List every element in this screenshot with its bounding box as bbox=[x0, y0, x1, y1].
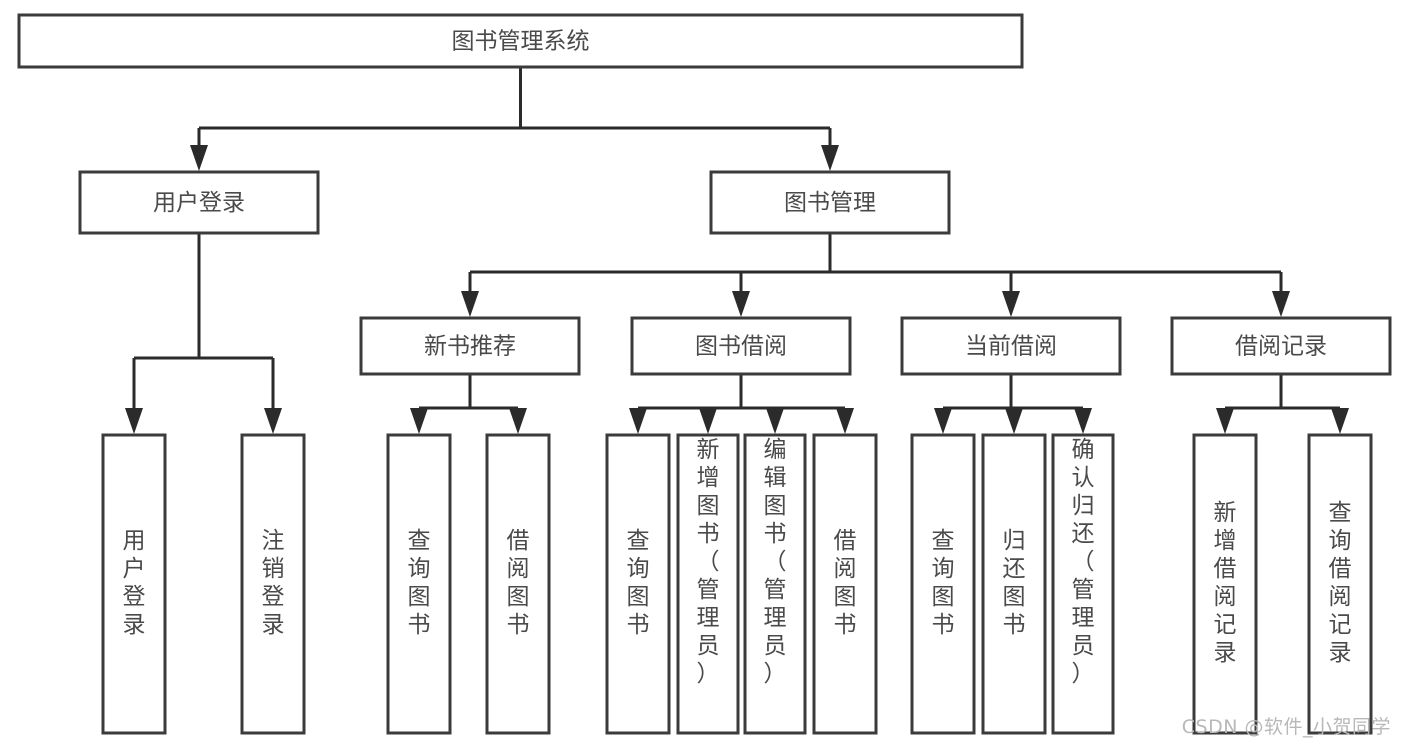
node-leaf-query-book-borrow[interactable]: 查询图书 bbox=[605, 433, 671, 735]
arrow-head-icon bbox=[629, 408, 647, 434]
node-leaf-return-book[interactable]: 归还图书 bbox=[981, 433, 1047, 735]
arrow-head-icon bbox=[1074, 408, 1092, 434]
node-label: 确认归还（管理员） bbox=[1072, 437, 1095, 687]
node-label: 图书管理系统 bbox=[452, 29, 590, 55]
node-label: 新增借阅记录 bbox=[1214, 500, 1237, 666]
arrow-head-icon bbox=[1002, 291, 1020, 317]
arrow-head-icon bbox=[190, 145, 208, 171]
arrow-head-icon bbox=[821, 145, 839, 171]
node-box[interactable] bbox=[78, 170, 320, 235]
node-box[interactable] bbox=[812, 433, 878, 735]
node-book-borrow[interactable]: 图书借阅 bbox=[630, 316, 852, 376]
node-new-book-recommend[interactable]: 新书推荐 bbox=[359, 316, 581, 376]
node-box[interactable] bbox=[630, 316, 852, 376]
node-box[interactable] bbox=[605, 433, 671, 735]
node-label: 借阅记录 bbox=[1235, 334, 1327, 360]
node-leaf-query-book-new[interactable]: 查询图书 bbox=[386, 433, 452, 735]
node-box[interactable] bbox=[101, 433, 167, 735]
arrow-head-icon bbox=[1331, 408, 1349, 434]
node-box[interactable] bbox=[1051, 433, 1115, 735]
node-label: 编辑图书（管理员） bbox=[764, 437, 787, 687]
node-box[interactable] bbox=[359, 316, 581, 376]
node-label: 新增图书（管理员） bbox=[697, 437, 720, 687]
node-box[interactable] bbox=[1307, 433, 1373, 735]
node-root[interactable]: 图书管理系统 bbox=[17, 13, 1024, 69]
arrow-head-icon bbox=[509, 408, 527, 434]
node-box[interactable] bbox=[981, 433, 1047, 735]
arrow-head-icon bbox=[1216, 408, 1234, 434]
arrow-head-icon bbox=[732, 291, 750, 317]
arrow-head-icon bbox=[1005, 408, 1023, 434]
arrow-head-icon bbox=[836, 408, 854, 434]
node-label: 查询借阅记录 bbox=[1329, 500, 1352, 666]
arrow-head-icon bbox=[699, 408, 717, 434]
node-box[interactable] bbox=[743, 433, 807, 735]
node-box[interactable] bbox=[1170, 316, 1392, 376]
connector-layer bbox=[125, 67, 1349, 434]
node-box[interactable] bbox=[485, 433, 551, 735]
node-label: 查询图书 bbox=[627, 528, 650, 638]
node-leaf-user-logout[interactable]: 注销登录 bbox=[240, 433, 306, 735]
arrow-head-icon bbox=[766, 408, 784, 434]
node-leaf-add-borrow-record[interactable]: 新增借阅记录 bbox=[1192, 433, 1258, 735]
node-label: 用户登录 bbox=[123, 528, 146, 638]
arrow-head-icon bbox=[125, 408, 143, 434]
node-label: 注销登录 bbox=[262, 528, 285, 638]
node-label: 新书推荐 bbox=[424, 334, 516, 360]
node-leaf-user-login[interactable]: 用户登录 bbox=[101, 433, 167, 735]
node-current-borrow[interactable]: 当前借阅 bbox=[900, 316, 1122, 376]
node-label: 图书借阅 bbox=[695, 334, 787, 360]
node-label: 用户登录 bbox=[153, 190, 245, 216]
node-user-login[interactable]: 用户登录 bbox=[78, 170, 320, 235]
node-label: 借阅图书 bbox=[507, 528, 530, 638]
node-borrow-record[interactable]: 借阅记录 bbox=[1170, 316, 1392, 376]
node-label: 查询图书 bbox=[932, 528, 955, 638]
node-label: 图书管理 bbox=[784, 190, 876, 216]
node-box[interactable] bbox=[910, 433, 976, 735]
node-box[interactable] bbox=[709, 170, 951, 235]
arrow-head-icon bbox=[461, 291, 479, 317]
node-leaf-query-borrow-record[interactable]: 查询借阅记录 bbox=[1307, 433, 1373, 735]
node-label: 归还图书 bbox=[1003, 528, 1026, 638]
node-box[interactable] bbox=[900, 316, 1122, 376]
node-label: 查询图书 bbox=[408, 528, 431, 638]
node-book-management[interactable]: 图书管理 bbox=[709, 170, 951, 235]
node-layer: 图书管理系统用户登录图书管理新书推荐图书借阅当前借阅借阅记录用户登录注销登录查询… bbox=[17, 13, 1392, 735]
arrow-head-icon bbox=[410, 408, 428, 434]
arrow-head-icon bbox=[934, 408, 952, 434]
node-leaf-add-book-admin[interactable]: 新增图书（管理员） bbox=[676, 433, 740, 735]
node-leaf-query-book-current[interactable]: 查询图书 bbox=[910, 433, 976, 735]
node-leaf-edit-book-admin[interactable]: 编辑图书（管理员） bbox=[743, 433, 807, 735]
node-box[interactable] bbox=[17, 13, 1024, 69]
node-leaf-borrow-book[interactable]: 借阅图书 bbox=[812, 433, 878, 735]
node-leaf-confirm-return-admin[interactable]: 确认归还（管理员） bbox=[1051, 433, 1115, 735]
node-box[interactable] bbox=[1192, 433, 1258, 735]
arrow-head-icon bbox=[1272, 291, 1290, 317]
node-box[interactable] bbox=[676, 433, 740, 735]
node-label: 借阅图书 bbox=[834, 528, 857, 638]
node-leaf-borrow-book-new[interactable]: 借阅图书 bbox=[485, 433, 551, 735]
node-label: 当前借阅 bbox=[965, 334, 1057, 360]
arrow-head-icon bbox=[264, 408, 282, 434]
node-box[interactable] bbox=[386, 433, 452, 735]
node-box[interactable] bbox=[240, 433, 306, 735]
